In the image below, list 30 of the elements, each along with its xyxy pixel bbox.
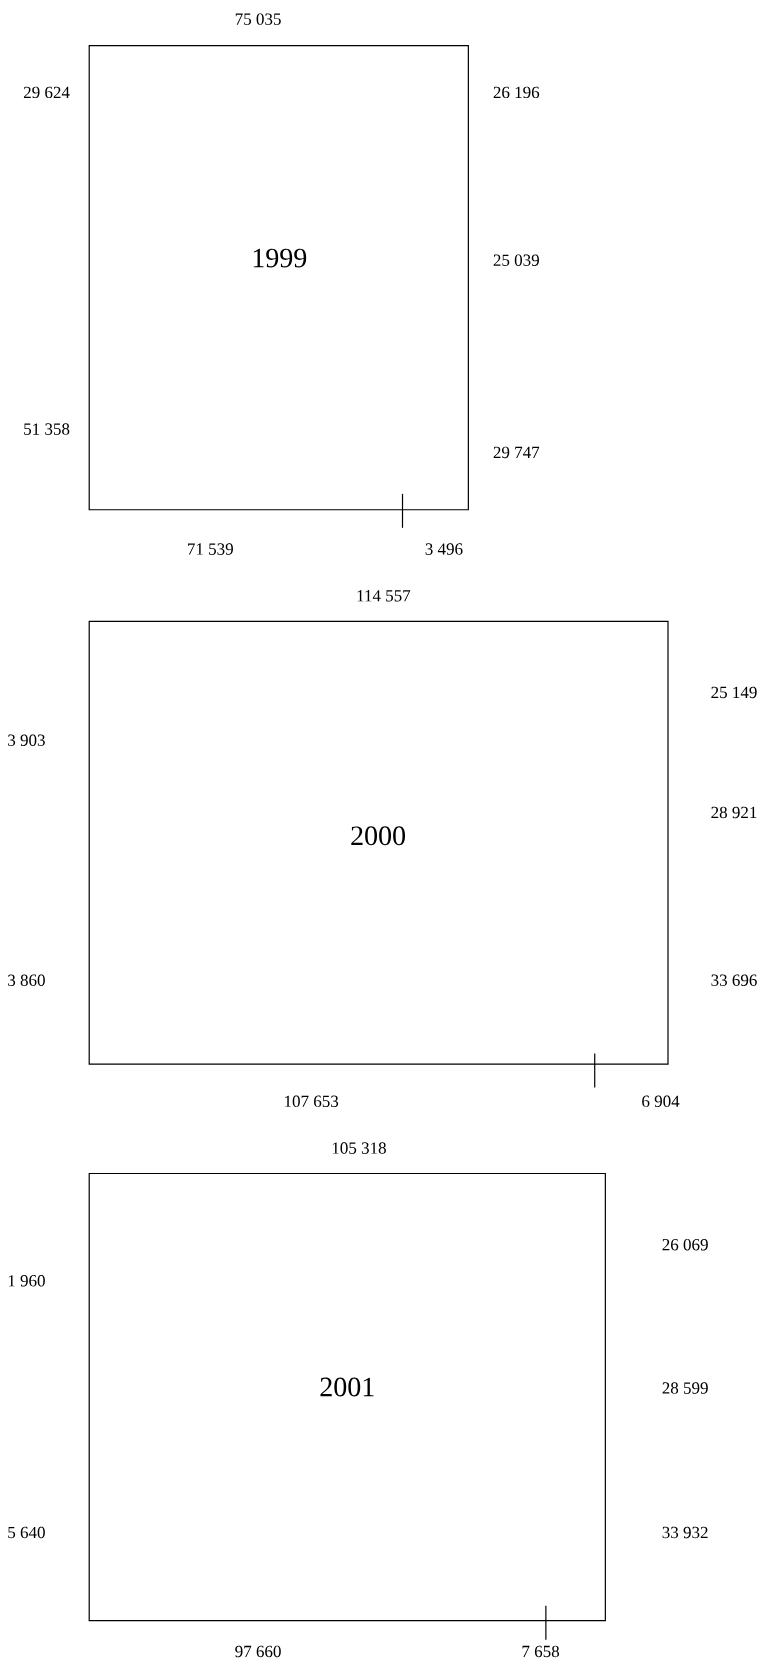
value-label: 33 932 xyxy=(662,1526,708,1539)
value-label: 25 149 xyxy=(711,686,757,699)
value-label: 26 069 xyxy=(662,1238,708,1251)
value-label: 25 039 xyxy=(493,254,539,266)
value-label: 7 658 xyxy=(522,1645,560,1658)
year-box xyxy=(88,1172,606,1622)
value-label: 71 539 xyxy=(188,543,233,555)
value-label: 107 653 xyxy=(285,1095,339,1108)
value-label: 1 960 xyxy=(8,1275,45,1287)
year-box xyxy=(88,620,669,1065)
value-label: 75 035 xyxy=(235,13,281,25)
value-label: 28 921 xyxy=(711,806,757,819)
year-label: 1999 xyxy=(253,248,307,268)
value-label: 97 660 xyxy=(235,1645,281,1658)
value-label: 5 640 xyxy=(8,1526,45,1539)
value-label: 33 696 xyxy=(711,974,757,986)
value-label: 28 599 xyxy=(662,1382,708,1394)
value-label: 114 557 xyxy=(357,590,411,602)
value-label: 3 496 xyxy=(425,543,463,555)
value-label: 29 624 xyxy=(23,86,70,99)
year-label: 2001 xyxy=(320,1377,374,1397)
value-label: 3 860 xyxy=(8,974,45,986)
value-label: 51 358 xyxy=(24,423,70,435)
value-label: 3 903 xyxy=(8,734,45,746)
value-label: 105 318 xyxy=(332,1142,386,1154)
value-label: 29 747 xyxy=(493,446,540,459)
value-label: 26 196 xyxy=(493,86,540,99)
year-box xyxy=(88,45,469,511)
value-label: 6 904 xyxy=(642,1095,680,1108)
year-label: 2000 xyxy=(351,826,405,846)
